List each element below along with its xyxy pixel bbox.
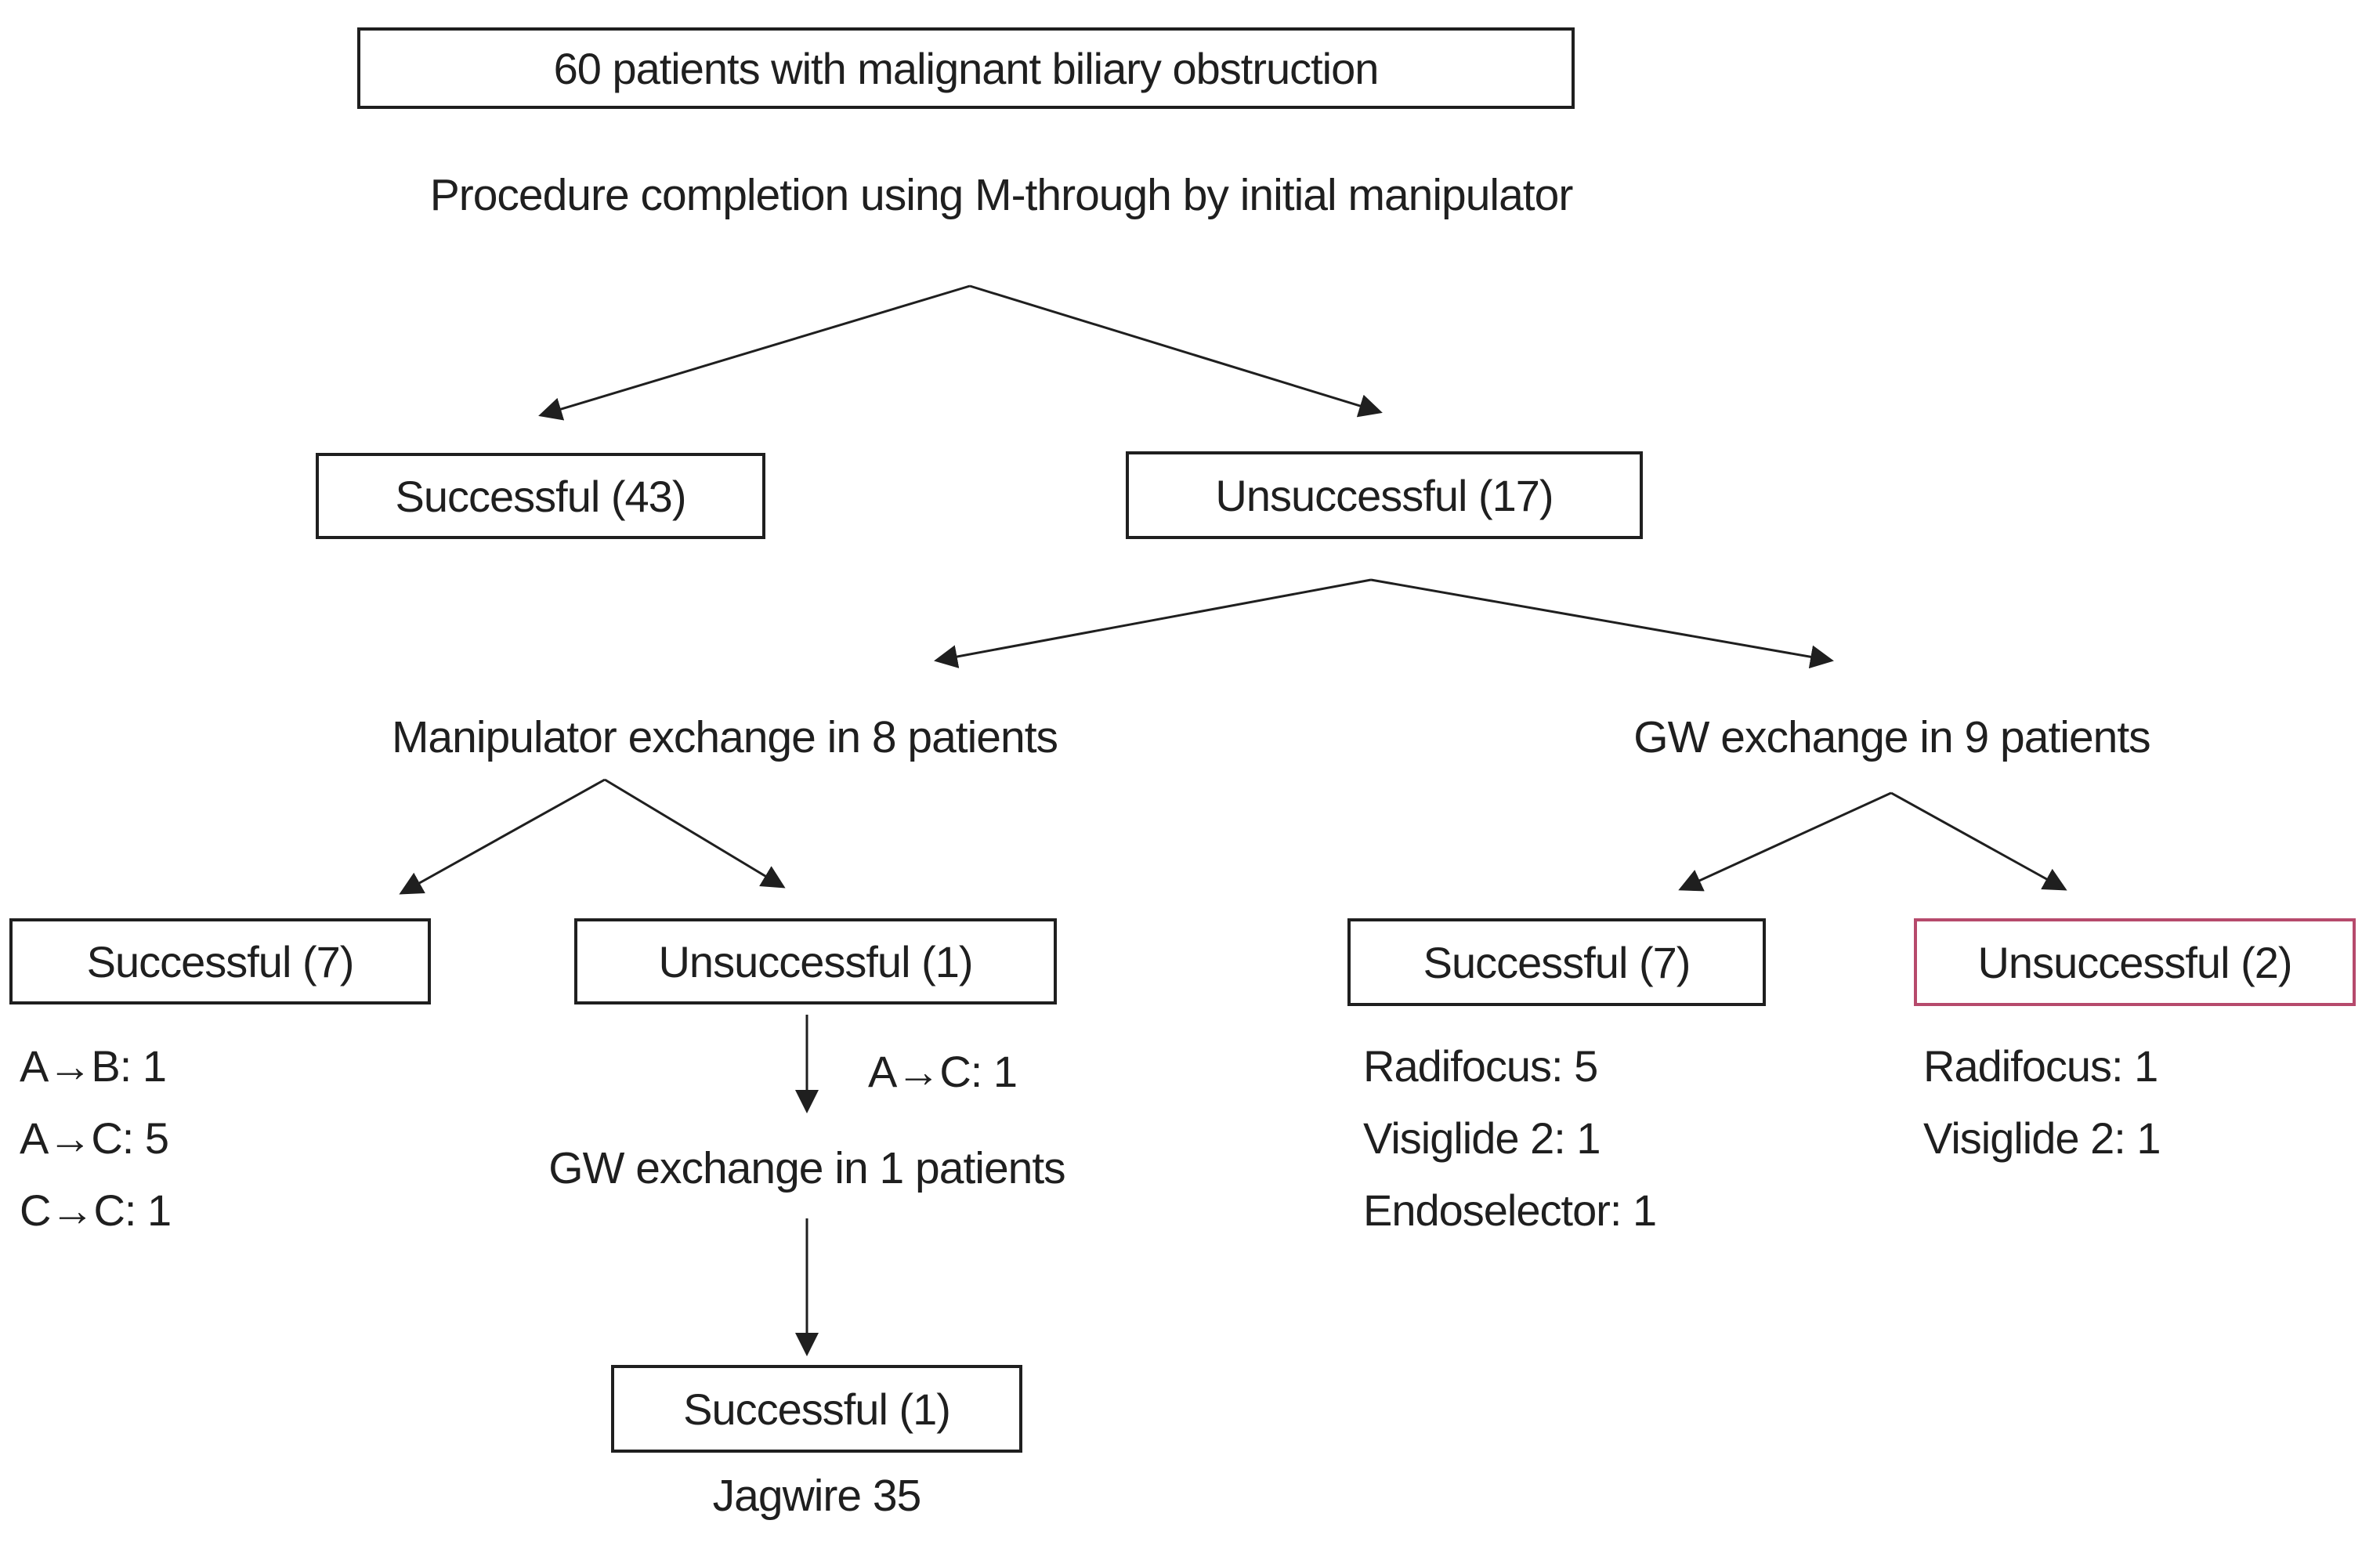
jagwire-detail-label: Jagwire 35 bbox=[712, 1471, 922, 1521]
detail-line-visiglide2-1: Visiglide 2: 1 bbox=[1363, 1113, 1601, 1163]
final-successful-box: Successful (1) bbox=[611, 1365, 1022, 1453]
detail-line-a-c-1: A→C: 1 bbox=[868, 1047, 1018, 1096]
arrow-unsuccessful17-to-manip-exchange bbox=[934, 578, 1372, 668]
detail-line-radifocus-5: Radifocus: 5 bbox=[1363, 1041, 1598, 1091]
manip-unsuccessful-detail: A→C: 1 bbox=[868, 1036, 1018, 1108]
manipulator-exchange-label: Manipulator exchange in 8 patients bbox=[391, 712, 1058, 762]
gw-successful-detail-list: Radifocus: 5 Visiglide 2: 1 Endoselector… bbox=[1363, 1030, 1657, 1247]
procedure-completion-label: Procedure completion using M-through by … bbox=[429, 170, 1574, 220]
gw-successful-box: Successful (7) bbox=[1347, 918, 1766, 1006]
root-patients-box: 60 patients with malignant biliary obstr… bbox=[357, 27, 1575, 109]
arrow-gw-exchange-to-unsuccessful2 bbox=[1890, 791, 2067, 891]
arrow-procedure-to-unsuccessful17 bbox=[969, 284, 1383, 418]
detail-line-a-b-1: A→B: 1 bbox=[20, 1041, 167, 1091]
arrow-gw-exchange-to-successful7 bbox=[1678, 791, 1892, 892]
detail-line-endoselector-1: Endoselector: 1 bbox=[1363, 1185, 1657, 1235]
initial-unsuccessful-box: Unsuccessful (17) bbox=[1126, 451, 1643, 539]
detail-line-a-c-5: A→C: 5 bbox=[20, 1113, 169, 1163]
gw-unsuccessful-detail-list: Radifocus: 1 Visiglide 2: 1 bbox=[1923, 1030, 2161, 1175]
gw-exchange-1-label: GW exchange in 1 patients bbox=[548, 1143, 1065, 1193]
detail-line-c-c-1: C→C: 1 bbox=[20, 1185, 172, 1235]
gw-unsuccessful-box: Unsuccessful (2) bbox=[1914, 918, 2356, 1006]
manip-successful-box: Successful (7) bbox=[9, 918, 431, 1004]
manip-successful-detail-list: A→B: 1 A→C: 5 C→C: 1 bbox=[20, 1030, 172, 1247]
initial-successful-box: Successful (43) bbox=[316, 453, 765, 539]
arrow-manip-exchange-to-unsuccessful1 bbox=[604, 778, 786, 889]
arrow-unsuccessful17-to-gw-exchange bbox=[1370, 578, 1834, 669]
detail-line-radifocus-1: Radifocus: 1 bbox=[1923, 1041, 2158, 1091]
gw-exchange-9-label: GW exchange in 9 patients bbox=[1633, 712, 2150, 762]
detail-line-visiglide2-1b: Visiglide 2: 1 bbox=[1923, 1113, 2161, 1163]
arrow-manip-exchange-to-successful7 bbox=[399, 778, 606, 895]
arrow-procedure-to-successful43 bbox=[538, 284, 971, 421]
manip-unsuccessful-box: Unsuccessful (1) bbox=[574, 918, 1057, 1004]
